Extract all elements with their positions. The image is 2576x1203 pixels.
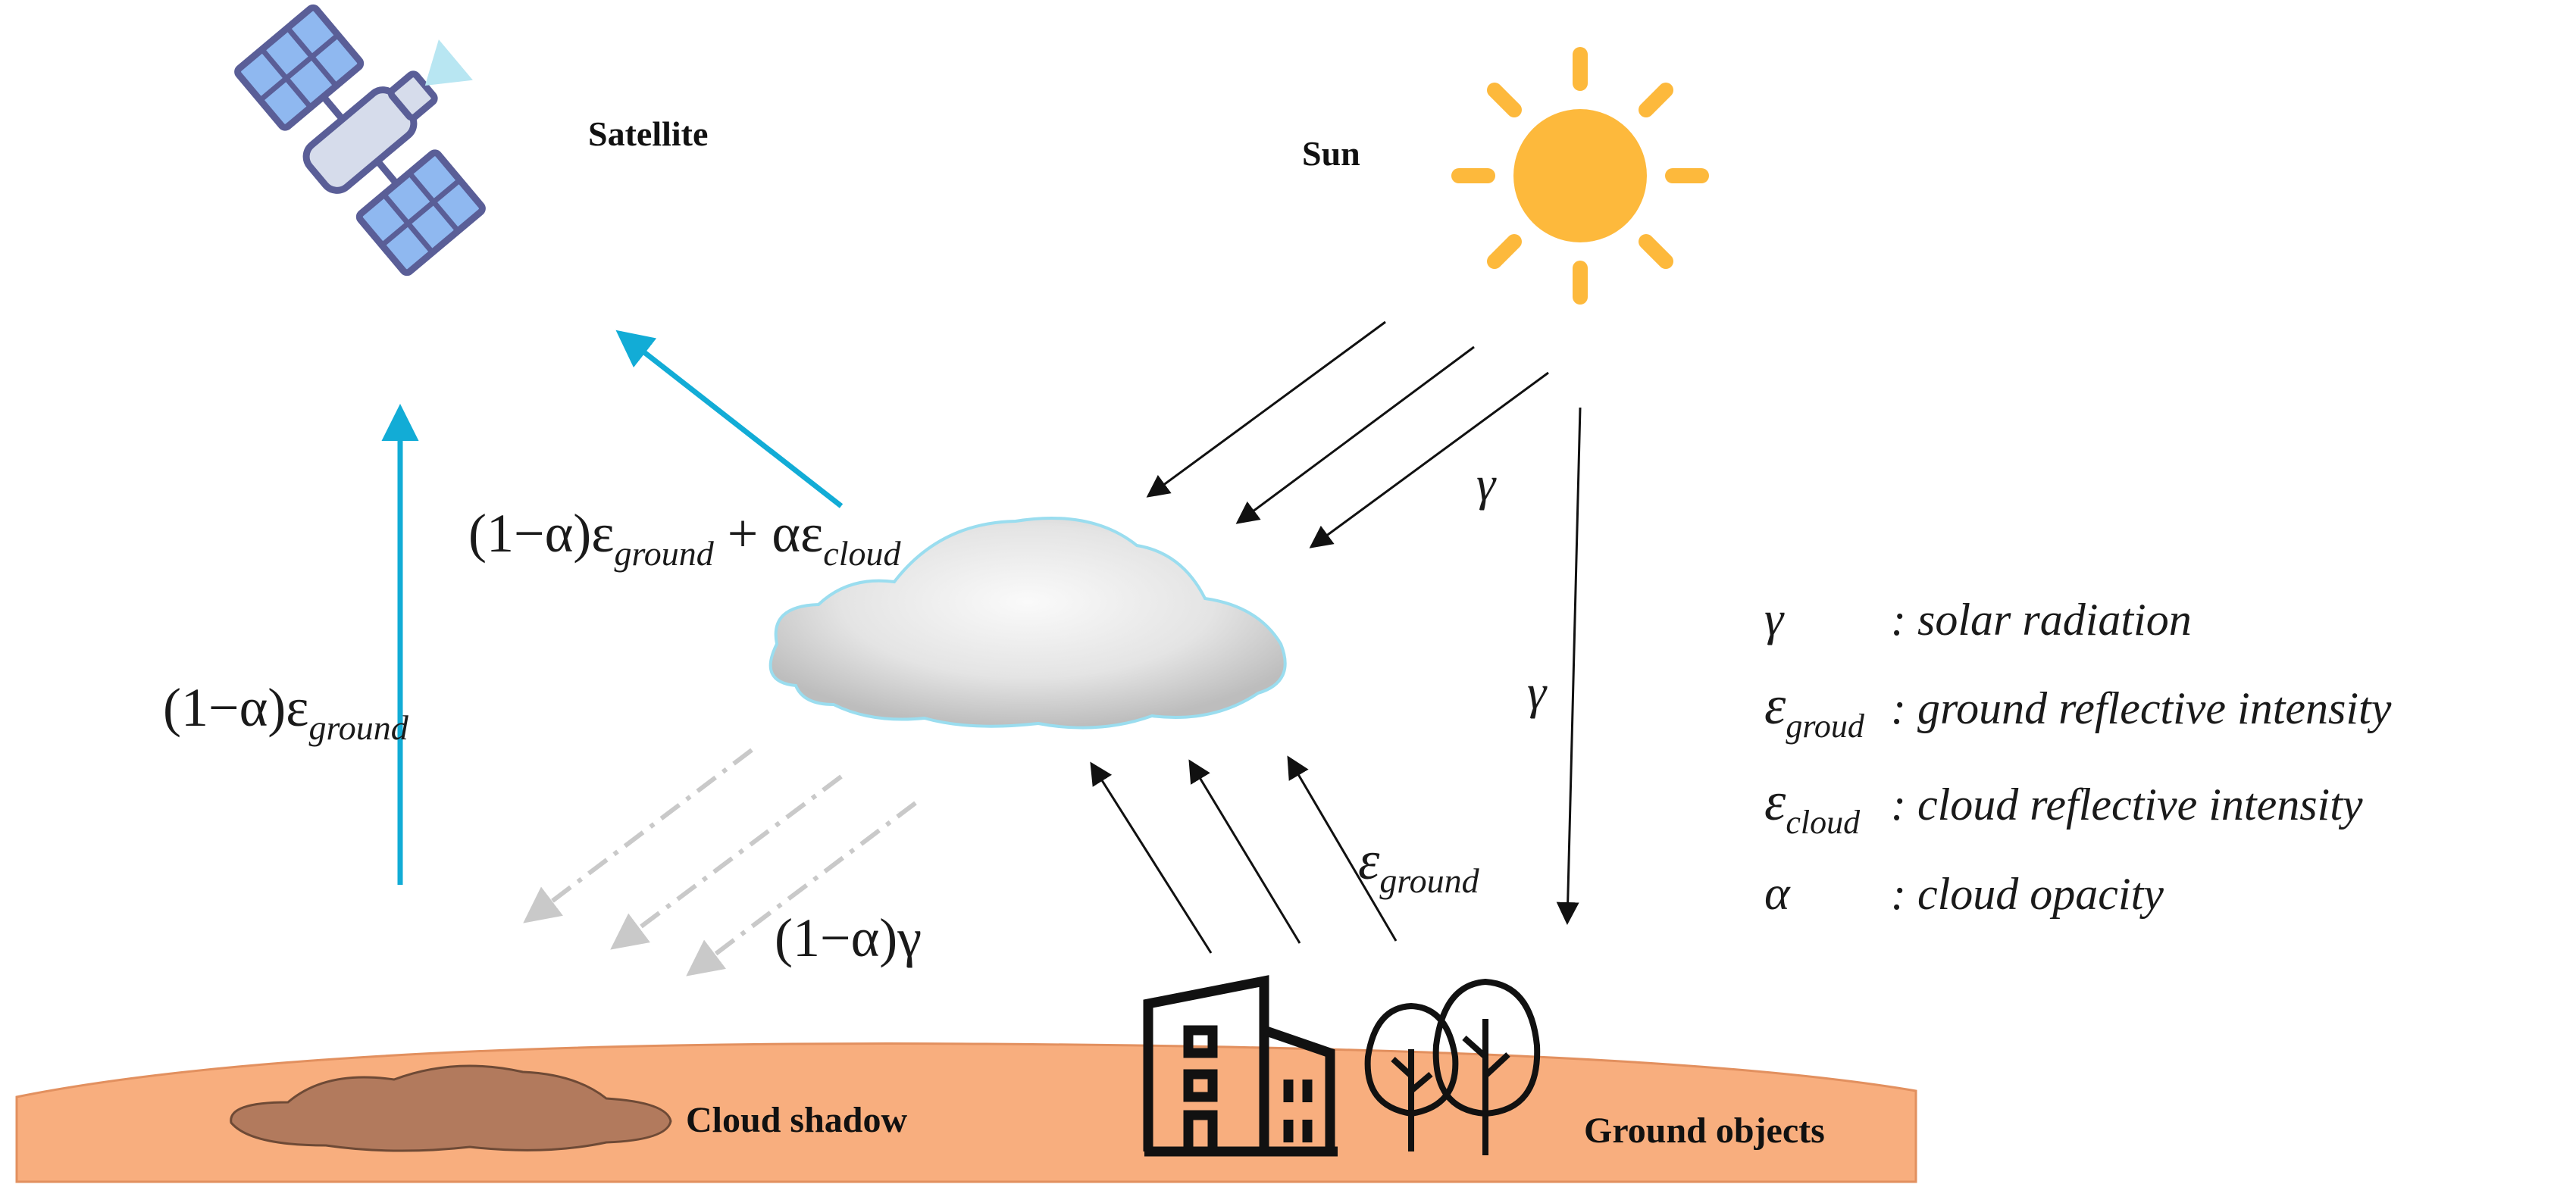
ground-path-equation: (1−α)εground — [163, 677, 409, 747]
combined-reflection-equation: (1−α)εground + αεcloud — [468, 503, 901, 573]
buildings-icon — [1143, 975, 1338, 1157]
legend-row-eps-ground: εgroud : ground reflective intensity — [1764, 675, 2392, 745]
legend-row-alpha: α : cloud opacity — [1764, 866, 2164, 920]
sun-icon — [1451, 47, 1709, 305]
solar-arrow-1 — [1146, 320, 1386, 498]
cloud-to-satellite-arrow — [615, 330, 844, 508]
solar-arrow-2 — [1235, 345, 1475, 524]
trees-icon — [1364, 978, 1541, 1155]
gamma-label-lower: γ — [1527, 665, 1548, 719]
satellite-icon — [234, 4, 486, 277]
transmitted-equation: (1−α)γ — [775, 908, 922, 968]
cloud-shadow-icon — [230, 1064, 672, 1152]
legend-symbol: εgroud — [1764, 675, 1865, 745]
satellite-label: Satellite — [588, 114, 708, 153]
legend-symbol: γ — [1764, 592, 1785, 645]
eps-ground-label: εground — [1358, 830, 1480, 900]
transmitted-arrow-1 — [523, 748, 753, 923]
legend-description: : cloud opacity — [1891, 869, 2164, 919]
legend-symbol: α — [1764, 866, 1791, 920]
legend-symbol: εcloud — [1764, 771, 1861, 841]
legend: γ : solar radiation εgroud : ground refl… — [1764, 592, 2392, 920]
cloud-icon — [768, 517, 1287, 730]
ground-objects-label: Ground objects — [1584, 1111, 1825, 1151]
cloud-shadow-label: Cloud shadow — [686, 1100, 907, 1140]
ground-reflect-arrow-2 — [1188, 759, 1301, 944]
legend-description: : cloud reflective intensity — [1891, 780, 2363, 830]
legend-row-gamma: γ : solar radiation — [1764, 592, 2192, 645]
transmitted-arrow-3 — [686, 801, 917, 976]
solar-to-ground-arrow — [1556, 407, 1582, 925]
sun-label: Sun — [1302, 134, 1360, 173]
legend-description: : ground reflective intensity — [1891, 683, 2392, 733]
legend-description: : solar radiation — [1891, 595, 2192, 645]
solar-arrow-3 — [1309, 371, 1549, 548]
legend-row-eps-cloud: εcloud : cloud reflective intensity — [1764, 771, 2363, 841]
transmitted-arrow-2 — [610, 774, 843, 950]
ground-reflect-arrow-3 — [1287, 755, 1398, 942]
ground-reflect-arrow-1 — [1090, 761, 1213, 954]
gamma-label-upper: γ — [1476, 457, 1497, 511]
